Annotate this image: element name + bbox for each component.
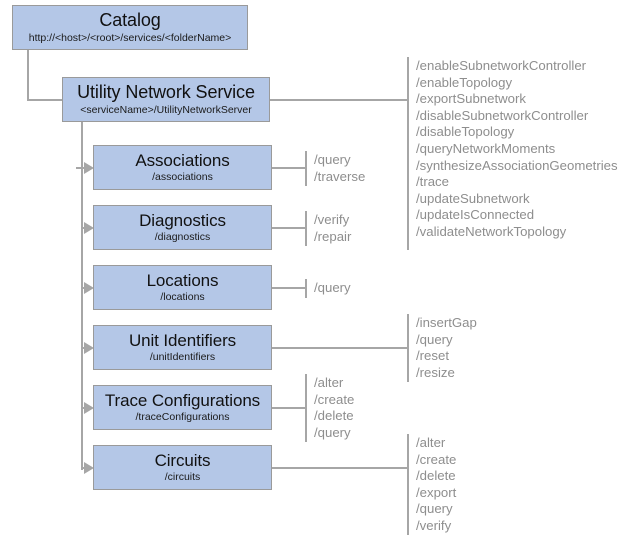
- operation-item: /delete: [416, 468, 456, 484]
- operations-associations: /query/traverse: [314, 152, 365, 185]
- node-utility-network-service[interactable]: Utility Network Service <serviceName>/Ut…: [62, 77, 270, 122]
- operation-item: /export: [416, 484, 457, 500]
- operation-item: /repair: [314, 228, 352, 244]
- node-utility-network-service-path: <serviceName>/UtilityNetworkServer: [80, 103, 252, 116]
- operations-unit-identifiers: /insertGap/query/reset/resize: [416, 315, 477, 381]
- node-locations[interactable]: Locations /locations: [93, 265, 272, 310]
- operation-item: /insertGap: [416, 315, 477, 330]
- node-utility-network-service-title: Utility Network Service: [77, 82, 255, 103]
- operation-item: /updateIsConnected: [416, 207, 535, 223]
- operation-item: /traverse: [314, 168, 366, 184]
- node-locations-title: Locations: [146, 270, 219, 290]
- operation-item: /delete: [314, 408, 354, 424]
- operation-item: /exportSubnetwork: [416, 91, 526, 107]
- operation-item: /trace: [416, 174, 449, 190]
- operations-diagnostics: /verify/repair: [314, 212, 351, 245]
- node-trace-configurations-title: Trace Configurations: [104, 390, 261, 410]
- operation-item: /query: [314, 280, 351, 295]
- operation-item: /enableSubnetworkController: [416, 58, 587, 73]
- operation-item: /reset: [416, 348, 449, 364]
- node-associations-title: Associations: [135, 150, 230, 170]
- operations-utility-network-service: /enableSubnetworkController/enableTopolo…: [416, 58, 618, 241]
- operations-circuits: /alter/create/delete/export/query/verify: [416, 435, 456, 535]
- node-diagnostics-title: Diagnostics: [139, 210, 226, 230]
- node-catalog-path: http://<host>/<root>/services/<folderNam…: [28, 31, 232, 44]
- node-circuits-title: Circuits: [154, 450, 211, 470]
- operation-item: /query: [416, 331, 453, 347]
- operation-item: /verify: [416, 517, 452, 533]
- operations-locations: /query: [314, 280, 351, 297]
- node-associations[interactable]: Associations /associations: [93, 145, 272, 190]
- operations-trace-configurations: /alter/create/delete/query: [314, 375, 354, 441]
- node-unit-identifiers-title: Unit Identifiers: [128, 330, 237, 350]
- operation-item: /alter: [416, 435, 446, 450]
- operation-item: /create: [416, 451, 457, 467]
- operation-item: /synthesizeAssociationGeometries: [416, 157, 618, 173]
- node-catalog-title: Catalog: [99, 10, 161, 31]
- operation-item: /disableSubnetworkController: [416, 107, 589, 123]
- node-associations-path: /associations: [152, 171, 213, 184]
- node-diagnostics[interactable]: Diagnostics /diagnostics: [93, 205, 272, 250]
- operation-item: /validateNetworkTopology: [416, 223, 567, 239]
- operation-item: /query: [314, 424, 351, 440]
- operation-item: /create: [314, 391, 355, 407]
- node-unit-identifiers-path: /unitIdentifiers: [149, 351, 216, 364]
- node-unit-identifiers[interactable]: Unit Identifiers /unitIdentifiers: [93, 325, 272, 370]
- node-circuits-path: /circuits: [164, 471, 201, 484]
- operation-item: /query: [314, 152, 351, 167]
- operation-item: /updateSubnetwork: [416, 190, 530, 206]
- operation-item: /resize: [416, 364, 455, 380]
- operation-item: /queryNetworkMoments: [416, 140, 556, 156]
- node-catalog[interactable]: Catalog http://<host>/<root>/services/<f…: [12, 5, 248, 50]
- operation-item: /enableTopology: [416, 74, 513, 90]
- operation-item: /disableTopology: [416, 124, 515, 140]
- node-trace-configurations[interactable]: Trace Configurations /traceConfiguration…: [93, 385, 272, 430]
- node-circuits[interactable]: Circuits /circuits: [93, 445, 272, 490]
- node-locations-path: /locations: [160, 291, 205, 304]
- node-trace-configurations-path: /traceConfigurations: [135, 411, 230, 424]
- operation-item: /alter: [314, 375, 344, 390]
- operation-item: /verify: [314, 212, 350, 227]
- operation-item: /query: [416, 501, 453, 517]
- node-diagnostics-path: /diagnostics: [154, 231, 211, 244]
